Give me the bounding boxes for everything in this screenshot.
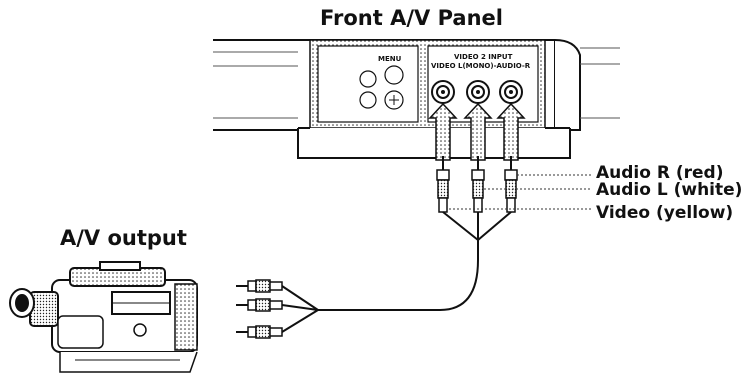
tv-front-panel — [213, 39, 620, 159]
source-label: A/V output — [60, 226, 187, 250]
callout-audio-l: Audio L (white) — [596, 180, 743, 200]
audio-l-jack — [466, 80, 490, 104]
insertion-arrows — [428, 102, 526, 161]
video-jack — [431, 80, 455, 104]
jack-labels: VIDEO L(MONO)-AUDIO-R — [431, 62, 531, 70]
diagram-title: Front A/V Panel — [320, 6, 503, 30]
camera-side-plugs — [235, 279, 283, 339]
audio-r-jack — [499, 80, 523, 104]
tv-side-plugs — [436, 155, 518, 213]
input-heading: VIDEO 2 INPUT — [454, 53, 513, 61]
callout-audio-r: Audio R (red) — [596, 163, 724, 183]
callout-leaders — [449, 174, 592, 210]
callout-video: Video (yellow) — [596, 203, 734, 223]
camcorder — [9, 261, 198, 373]
menu-label: MENU — [378, 55, 402, 63]
av-cable — [281, 211, 512, 333]
